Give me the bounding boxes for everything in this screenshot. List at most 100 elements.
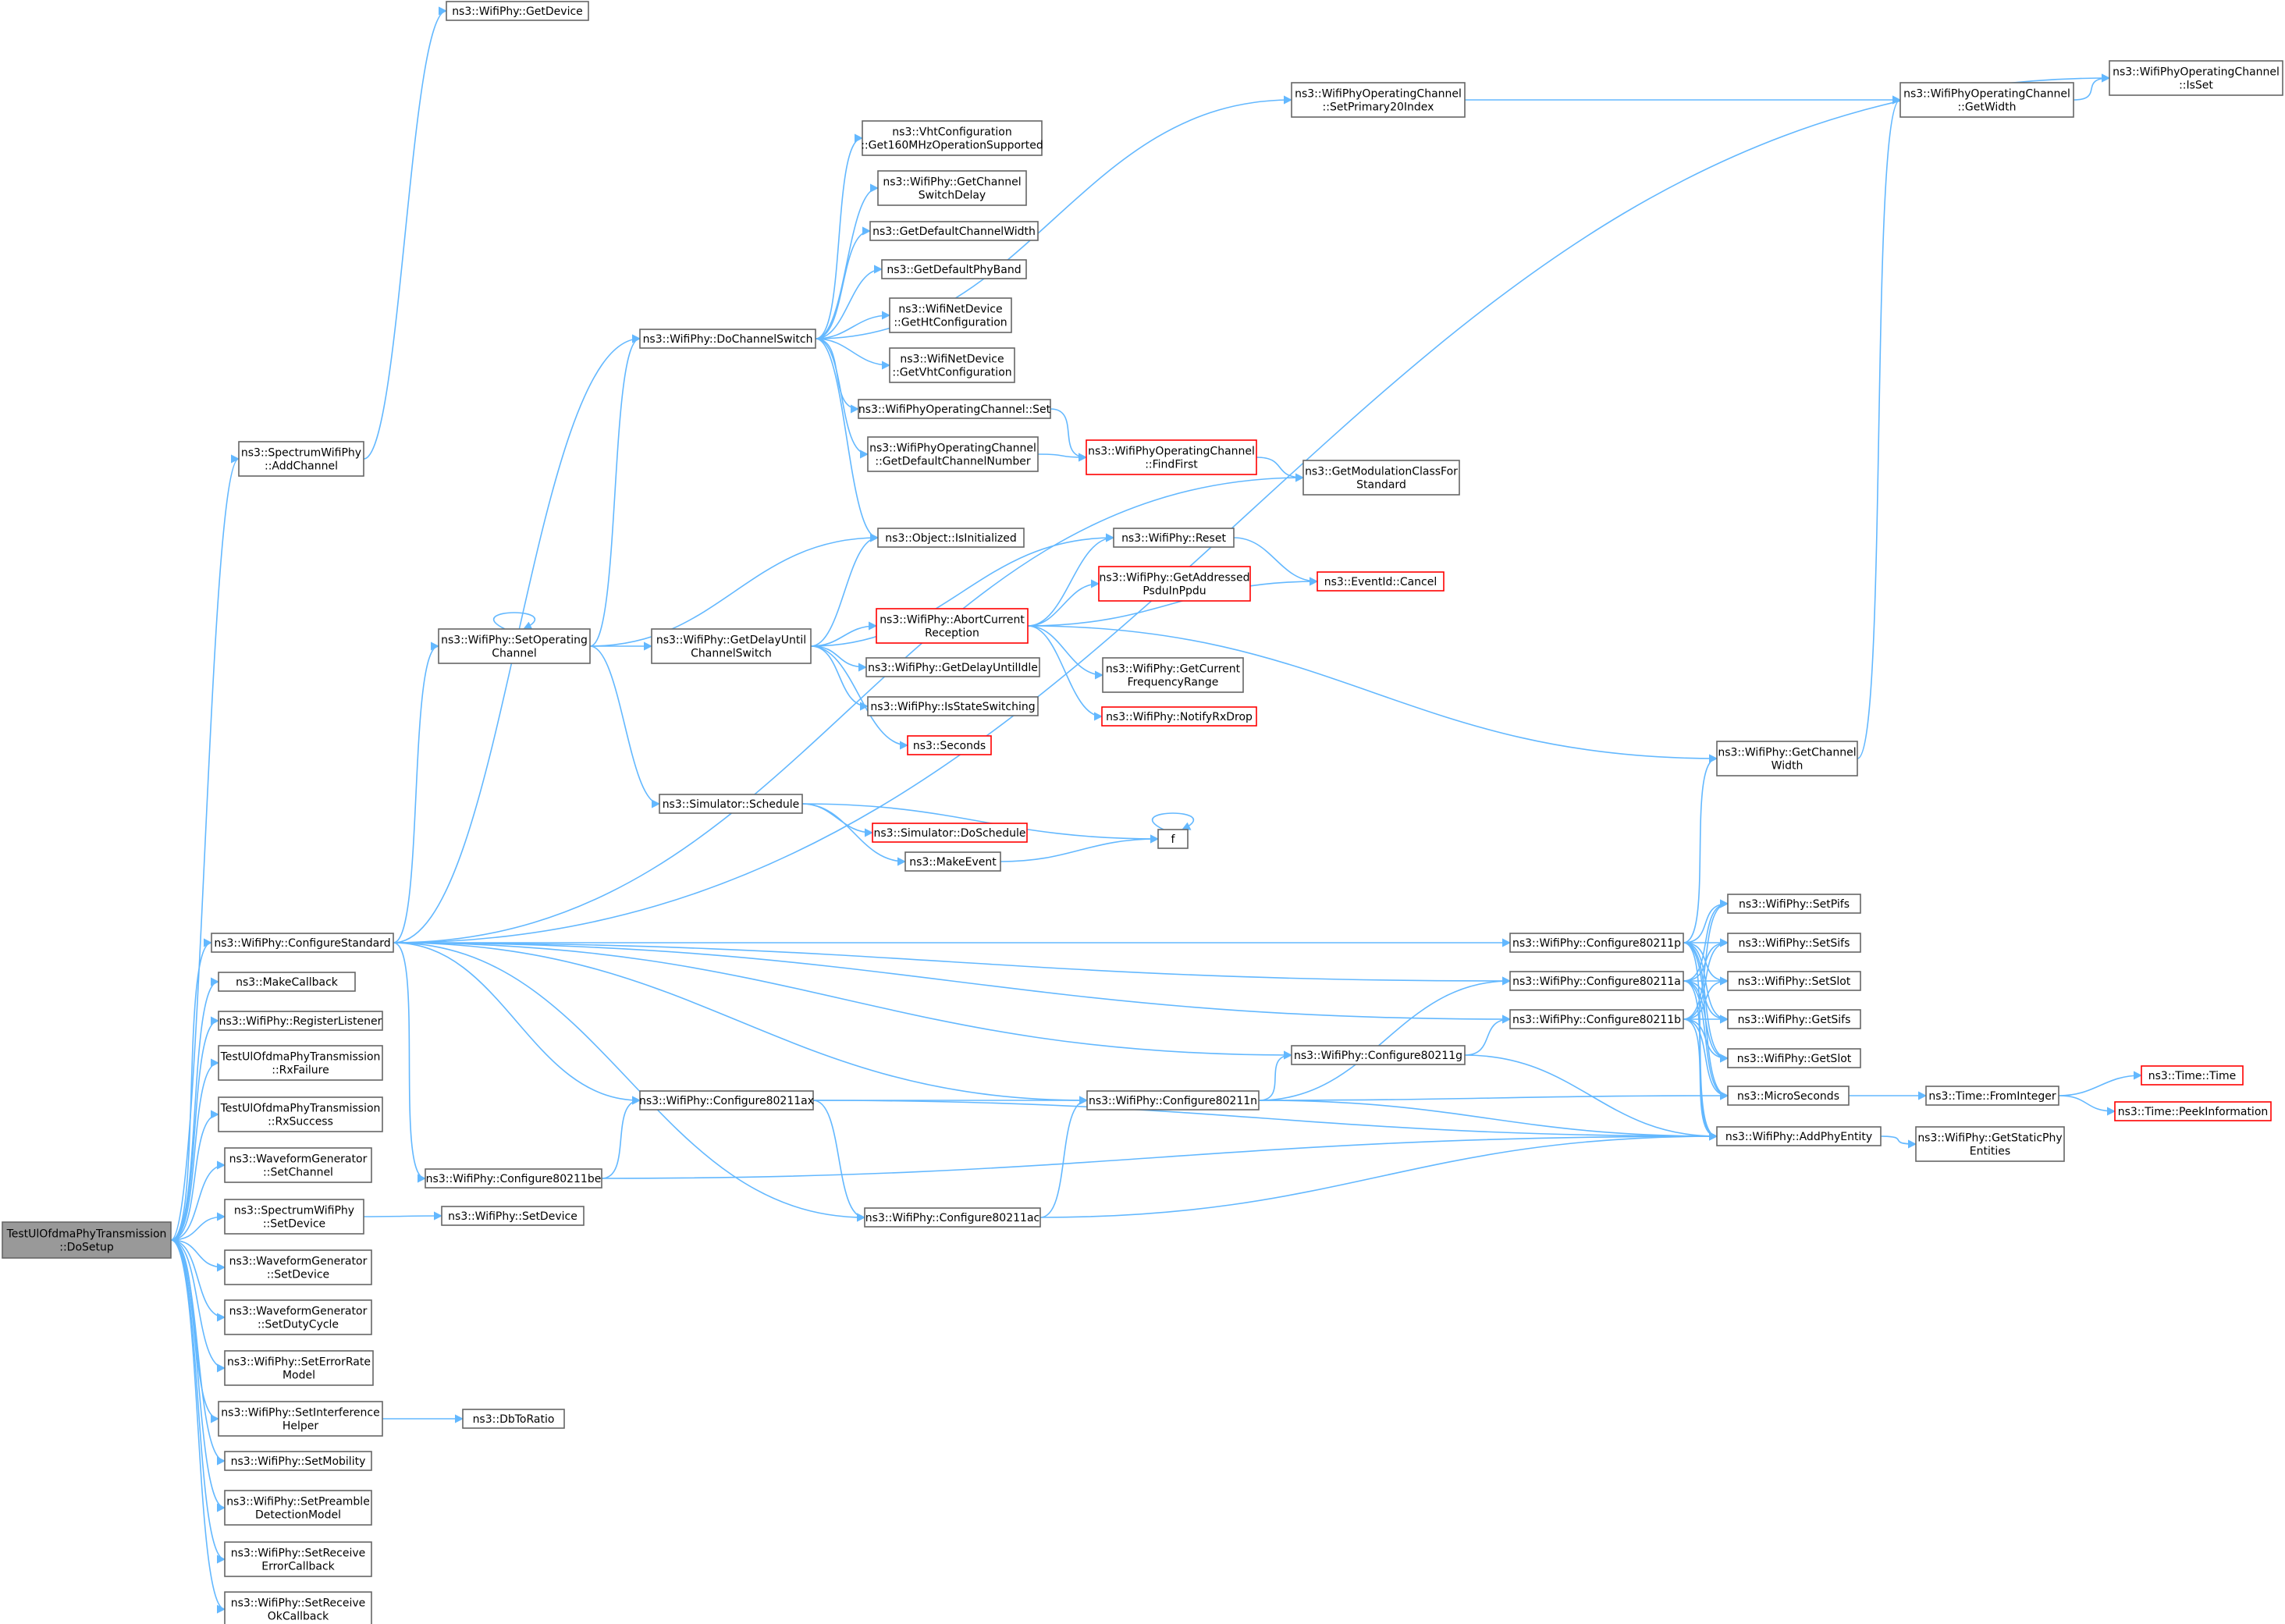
node-box: [224, 1249, 372, 1285]
node-root[interactable]: TestUlOfdmaPhyTransmission::DoSetup: [2, 1221, 172, 1259]
node-opch_getdefnum[interactable]: ns3::WifiPhyOperatingChannel::GetDefault…: [867, 436, 1039, 472]
node-getslot[interactable]: ns3::WifiPhy::GetSlot: [1727, 1048, 1861, 1068]
node-getsifs[interactable]: ns3::WifiPhy::GetSifs: [1727, 1009, 1861, 1029]
node-label: ns3::WifiPhy::GetDelayUntilIdle: [868, 662, 1038, 674]
node-label: ns3::WifiPhy::GetChannel: [1718, 747, 1856, 759]
node-label: ns3::WifiPhy::Configure80211p: [1512, 937, 1681, 950]
node-time[interactable]: ns3::Time::Time: [2141, 1065, 2244, 1086]
node-isstatesw[interactable]: ns3::WifiPhy::IsStateSwitching: [867, 696, 1039, 716]
node-addchannel[interactable]: ns3::SpectrumWifiPhy::AddChannel: [238, 441, 364, 477]
node-box: [867, 436, 1039, 472]
node-box: [1899, 82, 2074, 118]
node-addphyentity[interactable]: ns3::WifiPhy::AddPhyEntity: [1716, 1126, 1882, 1146]
node-cfg80211ac[interactable]: ns3::WifiPhy::Configure80211ac: [864, 1207, 1041, 1228]
node-wp_setdevice[interactable]: ns3::WifiPhy::SetDevice: [441, 1206, 585, 1226]
node-wg_setdevice[interactable]: ns3::WaveformGenerator::SetDevice: [224, 1249, 372, 1285]
node-gethtconf[interactable]: ns3::WifiNetDevice::GetHtConfiguration: [889, 297, 1012, 333]
node-wg_setduty[interactable]: ns3::WaveformGenerator::SetDutyCycle: [224, 1299, 372, 1335]
node-opch_getwidth[interactable]: ns3::WifiPhyOperatingChannel::GetWidth: [1899, 82, 2074, 118]
node-label: ns3::WifiPhy::GetAddressed: [1100, 572, 1250, 585]
node-schedule[interactable]: ns3::Simulator::Schedule: [659, 794, 803, 814]
node-makecallback[interactable]: ns3::MakeCallback: [218, 972, 356, 992]
edge-addphyentity-to-getstaticphy: [1880, 1135, 1917, 1149]
node-setmobility[interactable]: ns3::WifiPhy::SetMobility: [224, 1451, 372, 1471]
node-getdelayidle[interactable]: ns3::WifiPhy::GetDelayUntilIdle: [865, 657, 1040, 677]
node-rxfailure[interactable]: TestUlOfdmaPhyTransmission::RxFailure: [218, 1045, 383, 1081]
node-box: [1716, 1126, 1882, 1146]
node-label: ns3::WifiPhy::GetChannel: [883, 176, 1021, 189]
node-peekinfo[interactable]: ns3::Time::PeekInformation: [2114, 1101, 2272, 1121]
node-cfg80211a[interactable]: ns3::WifiPhy::Configure80211a: [1509, 971, 1684, 991]
edge-getdelayswitch-to-abortrecv: [810, 621, 878, 647]
node-box: [224, 1541, 372, 1577]
node-label: ::AddChannel: [265, 460, 338, 473]
node-wg_setchannel[interactable]: ns3::WaveformGenerator::SetChannel: [224, 1147, 372, 1183]
node-setsifs[interactable]: ns3::WifiPhy::SetSifs: [1727, 933, 1861, 953]
edge-dochswitch-to-getdefphyband: [815, 265, 883, 339]
node-doschedule[interactable]: ns3::Simulator::DoSchedule: [872, 823, 1028, 843]
node-setprim20[interactable]: ns3::WifiPhyOperatingChannel::SetPrimary…: [1291, 82, 1466, 118]
node-cfg80211p[interactable]: ns3::WifiPhy::Configure80211p: [1509, 933, 1684, 953]
node-seconds[interactable]: ns3::Seconds: [907, 735, 992, 755]
edge-root-to-wg_setduty: [170, 1239, 226, 1322]
node-box: [1291, 82, 1466, 118]
node-getdefchwidth[interactable]: ns3::GetDefaultChannelWidth: [869, 221, 1039, 241]
edge-configstd-to-getmodclass: [393, 473, 1305, 943]
node-reset[interactable]: ns3::WifiPhy::Reset: [1113, 528, 1235, 548]
edges-layer: [170, 6, 2143, 1614]
edge-addchannel-to-getdevice: [363, 6, 448, 460]
node-cfg80211n[interactable]: ns3::WifiPhy::Configure80211n: [1086, 1090, 1260, 1111]
node-getdevice[interactable]: ns3::WifiPhy::GetDevice: [446, 1, 589, 21]
edge-cfg80211b-to-setpifs: [1683, 899, 1729, 1020]
node-notifyrxdrop[interactable]: ns3::WifiPhy::NotifyRxDrop: [1101, 706, 1257, 727]
node-setpifs[interactable]: ns3::WifiPhy::SetPifs: [1727, 894, 1861, 914]
node-makeevent[interactable]: ns3::MakeEvent: [904, 851, 1001, 872]
node-f[interactable]: f: [1157, 829, 1189, 849]
node-label: TestUlOfdmaPhyTransmission: [220, 1051, 381, 1064]
node-box: [1101, 706, 1257, 727]
node-cfg80211g[interactable]: ns3::WifiPhy::Configure80211g: [1291, 1045, 1466, 1065]
node-box: [224, 1299, 372, 1335]
node-reglistener[interactable]: ns3::WifiPhy::RegisterListener: [218, 1011, 383, 1031]
node-vht160[interactable]: ns3::VhtConfiguration::Get160MHzOperatio…: [861, 120, 1043, 156]
node-rxsuccess[interactable]: TestUlOfdmaPhyTransmission::RxSuccess: [218, 1096, 383, 1132]
node-isinit[interactable]: ns3::Object::IsInitialized: [877, 528, 1025, 548]
node-label: ns3::MakeEvent: [909, 856, 997, 869]
node-getdefphyband[interactable]: ns3::GetDefaultPhyBand: [881, 259, 1027, 279]
edge-abortrecv-to-cancel: [1027, 577, 1319, 627]
edge-root-to-setpreamble: [170, 1239, 226, 1512]
node-getvhtconf[interactable]: ns3::WifiNetDevice::GetVhtConfiguration: [889, 347, 1015, 383]
node-dochswitch[interactable]: ns3::WifiPhy::DoChannelSwitch: [639, 329, 816, 349]
node-label: ns3::Time::Time: [2148, 1070, 2236, 1082]
node-swp_setdevice[interactable]: ns3::SpectrumWifiPhy::SetDevice: [224, 1199, 364, 1235]
node-setslot[interactable]: ns3::WifiPhy::SetSlot: [1727, 971, 1861, 991]
node-configstd[interactable]: ns3::WifiPhy::ConfigureStandard: [211, 933, 394, 953]
node-label: ns3::WifiPhyOperatingChannel: [2113, 66, 2280, 79]
node-cfg80211ax[interactable]: ns3::WifiPhy::Configure80211ax: [639, 1090, 814, 1111]
node-frominteger[interactable]: ns3::Time::FromInteger: [1925, 1086, 2059, 1106]
node-opch_set[interactable]: ns3::WifiPhyOperatingChannel::Set: [858, 399, 1051, 419]
node-microsec[interactable]: ns3::MicroSeconds: [1727, 1086, 1850, 1106]
node-label: ::IsSet: [2179, 80, 2213, 92]
node-opch_isset[interactable]: ns3::WifiPhyOperatingChannel::IsSet: [2109, 60, 2283, 96]
node-cfg80211b[interactable]: ns3::WifiPhy::Configure80211b: [1509, 1009, 1684, 1029]
node-cancel[interactable]: ns3::EventId::Cancel: [1317, 571, 1445, 592]
node-cfg80211be[interactable]: ns3::WifiPhy::Configure80211be: [425, 1168, 602, 1189]
node-label: ns3::WifiPhy::AbortCurrent: [880, 614, 1025, 627]
node-findfirst[interactable]: ns3::WifiPhyOperatingChannel::FindFirst: [1086, 439, 1257, 475]
node-dbtoratio[interactable]: ns3::DbToRatio: [462, 1409, 565, 1429]
